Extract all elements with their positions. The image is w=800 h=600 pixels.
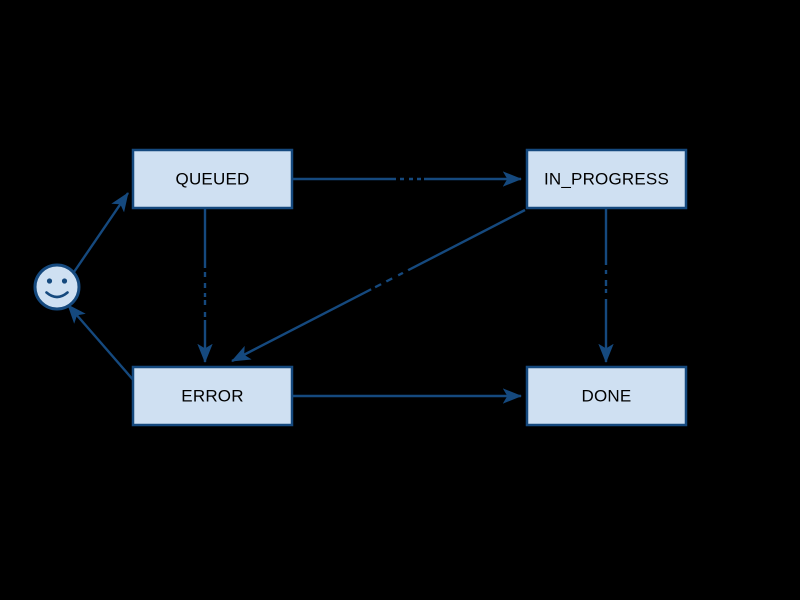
edge-in-progress-to-error-line [231,208,526,363]
smiley-mouth-icon [45,291,69,299]
state-node-error-label: ERROR [181,386,243,405]
state-node-in-progress-label: IN_PROGRESS [544,169,669,188]
edge-in-progress-to-error [231,208,526,363]
smiley-left-eye-icon [46,278,53,284]
edge-label-gap [379,279,388,286]
edge-start-to-queued [73,192,129,273]
edge-error-to-start [67,304,136,383]
state-node-done-label: DONE [582,386,632,405]
state-node-queued-rect[interactable] [131,148,294,210]
state-node-queued[interactable]: QUEUED [131,148,294,210]
edge-label-gap [401,268,410,275]
state-node-in-progress-rect[interactable] [525,148,688,210]
state-node-done[interactable]: DONE [525,365,688,427]
smiley-right-eye-icon [61,278,68,284]
start-state-node[interactable] [33,263,81,311]
edge-label-gap [369,284,377,292]
edge-start-to-queued-line [73,192,129,273]
state-node-queued-label: QUEUED [176,169,250,188]
state-node-done-rect[interactable] [525,365,688,427]
state-node-error-rect[interactable] [131,365,294,427]
state-node-error[interactable]: ERROR [131,365,294,427]
state-node-in-progress[interactable]: IN_PROGRESS [525,148,688,210]
edge-error-to-start-line [67,304,136,383]
edge-label-gap [390,272,400,281]
smiley-face-icon[interactable] [33,263,81,311]
